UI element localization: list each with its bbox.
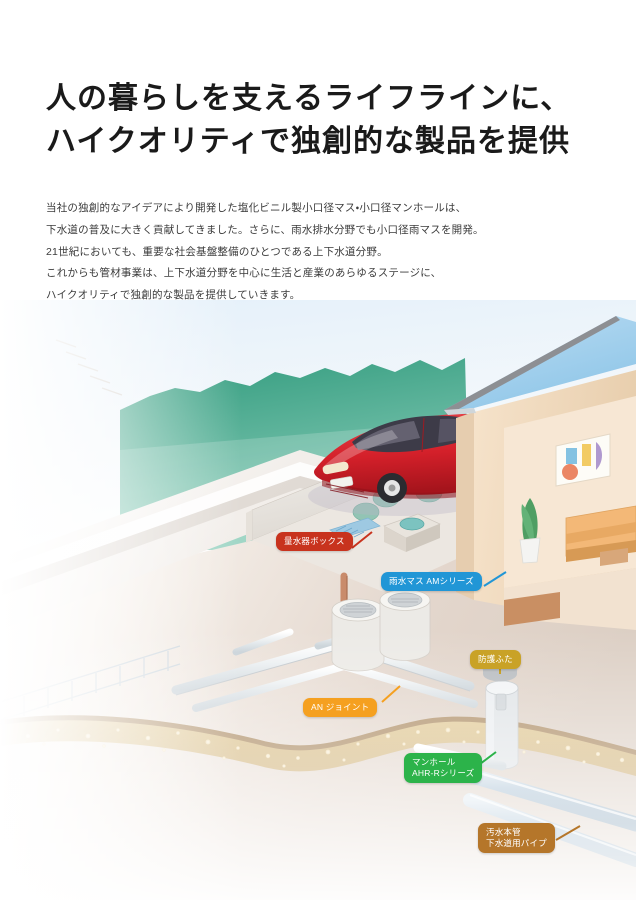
callout-manhole-ahr-r[interactable]: マンホール AHR-Rシリーズ: [404, 753, 483, 784]
infrastructure-illustration: [0, 300, 636, 900]
body-line: ハイクオリティで独創的な製品を提供していきます。: [46, 289, 301, 302]
body-copy: 当社の独創的なアイデアにより開発した塩化ビニル製小口径マス・小口径マンホールは、…: [46, 198, 566, 307]
leader-sewer-main: [555, 825, 581, 841]
leader-rain-basin: [483, 571, 507, 587]
leader-an-joint: [381, 685, 401, 703]
body-line: 下水道の普及に大きく貢献してきました。さらに、雨水排水分野でも小口径雨マスを開発…: [46, 223, 484, 236]
callout-sewer-main-pipe[interactable]: 汚水本管 下水道用パイプ: [478, 823, 555, 854]
fade-bottom: [0, 300, 636, 900]
body-line: 当社の独創的なアイデアにより開発した塩化ビニル製小口径マス・小口径マンホールは、: [46, 202, 467, 214]
body-line: 21世紀においても、重要な社会基盤整備のひとつである上下水道分野。: [46, 245, 388, 258]
body-line: これからも管材事業は、上下水道分野を中心に生活と産業のあらゆるステージに、: [46, 267, 442, 280]
callout-water-meter-box[interactable]: 量水器ボックス: [276, 532, 353, 552]
leader-manhole: [479, 751, 497, 765]
callout-leaders: [351, 531, 581, 841]
page-headline: 人の暮らしを支えるライフラインに、 ハイクオリティで独創的な製品を提供: [46, 82, 572, 158]
callout-protective-lid[interactable]: 防護ふた: [470, 650, 521, 670]
callout-rain-basin-am[interactable]: 雨水マス AMシリーズ: [381, 572, 482, 592]
callout-an-joint[interactable]: AN ジョイント: [303, 698, 378, 718]
leader-water-meter-box: [351, 531, 373, 549]
